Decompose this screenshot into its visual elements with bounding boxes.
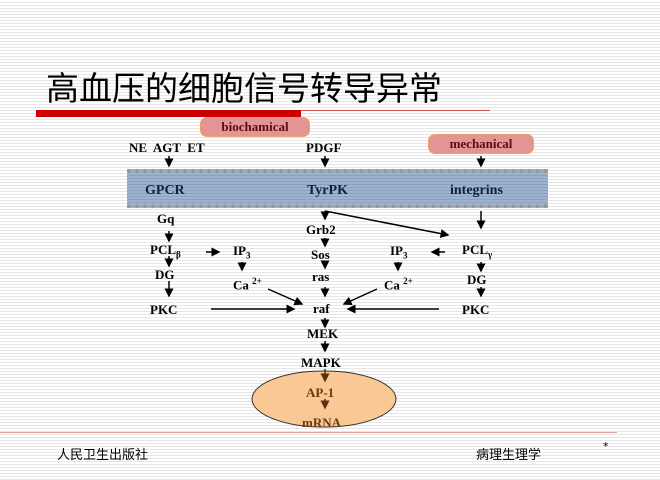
label: PCL	[462, 242, 488, 257]
title-underline	[36, 110, 301, 117]
ligand-pdgf: PDGF	[306, 140, 342, 155]
node-dg-left: DG	[155, 267, 175, 282]
superscript: 2+	[252, 276, 262, 286]
node-ras: ras	[312, 269, 330, 284]
node-ap1: AP-1	[306, 385, 335, 400]
ligands-left: NE AGT ET	[129, 140, 205, 155]
biochemical-tag: biochamical	[200, 117, 310, 137]
node-ca-left: Ca 2+	[233, 276, 262, 293]
node-gq: Gq	[157, 211, 175, 226]
label: Ca	[233, 277, 249, 293]
footer-mark: *	[603, 440, 609, 453]
node-raf: raf	[313, 301, 330, 316]
label: IP	[233, 243, 246, 258]
subscript: γ	[488, 249, 493, 260]
footer-rule	[0, 432, 617, 433]
nucleus-ellipse	[251, 370, 397, 428]
label: Ca	[384, 277, 400, 293]
node-grb2: Grb2	[306, 222, 336, 237]
node-mrna: mRNA	[302, 415, 341, 430]
node-ip3-right: IP3	[390, 244, 408, 261]
superscript: 2+	[403, 276, 413, 286]
node-pkc-left: PKC	[150, 302, 178, 317]
node-ca-right: Ca 2+	[384, 276, 413, 293]
receptor-integrins: integrins	[450, 183, 503, 198]
receptor-tyrpk: TyrPK	[307, 183, 348, 198]
node-pcl-gamma: PCLγ	[462, 243, 492, 260]
mechanical-tag: mechanical	[428, 134, 534, 154]
title-rule	[301, 110, 490, 111]
label: IP	[390, 243, 403, 258]
footer-publisher: 人民卫生出版社	[57, 448, 149, 463]
subscript: 3	[246, 250, 251, 261]
node-sos: Sos	[311, 247, 330, 262]
cell-membrane: GPCR TyrPK integrins	[127, 169, 548, 208]
node-pkc-right: PKC	[462, 302, 490, 317]
node-dg-right: DG	[467, 272, 487, 287]
subscript: β	[176, 249, 181, 260]
receptor-gpcr: GPCR	[145, 183, 185, 198]
slide-title: 高血压的细胞信号转导异常	[46, 69, 442, 108]
node-pcl-beta: PCLβ	[150, 243, 181, 260]
node-mek: MEK	[307, 326, 339, 341]
node-ip3-left: IP3	[233, 244, 251, 261]
subscript: 3	[403, 250, 408, 261]
footer-subject: 病理生理学	[476, 448, 542, 463]
label: PCL	[150, 242, 176, 257]
node-mapk: MAPK	[301, 355, 341, 370]
